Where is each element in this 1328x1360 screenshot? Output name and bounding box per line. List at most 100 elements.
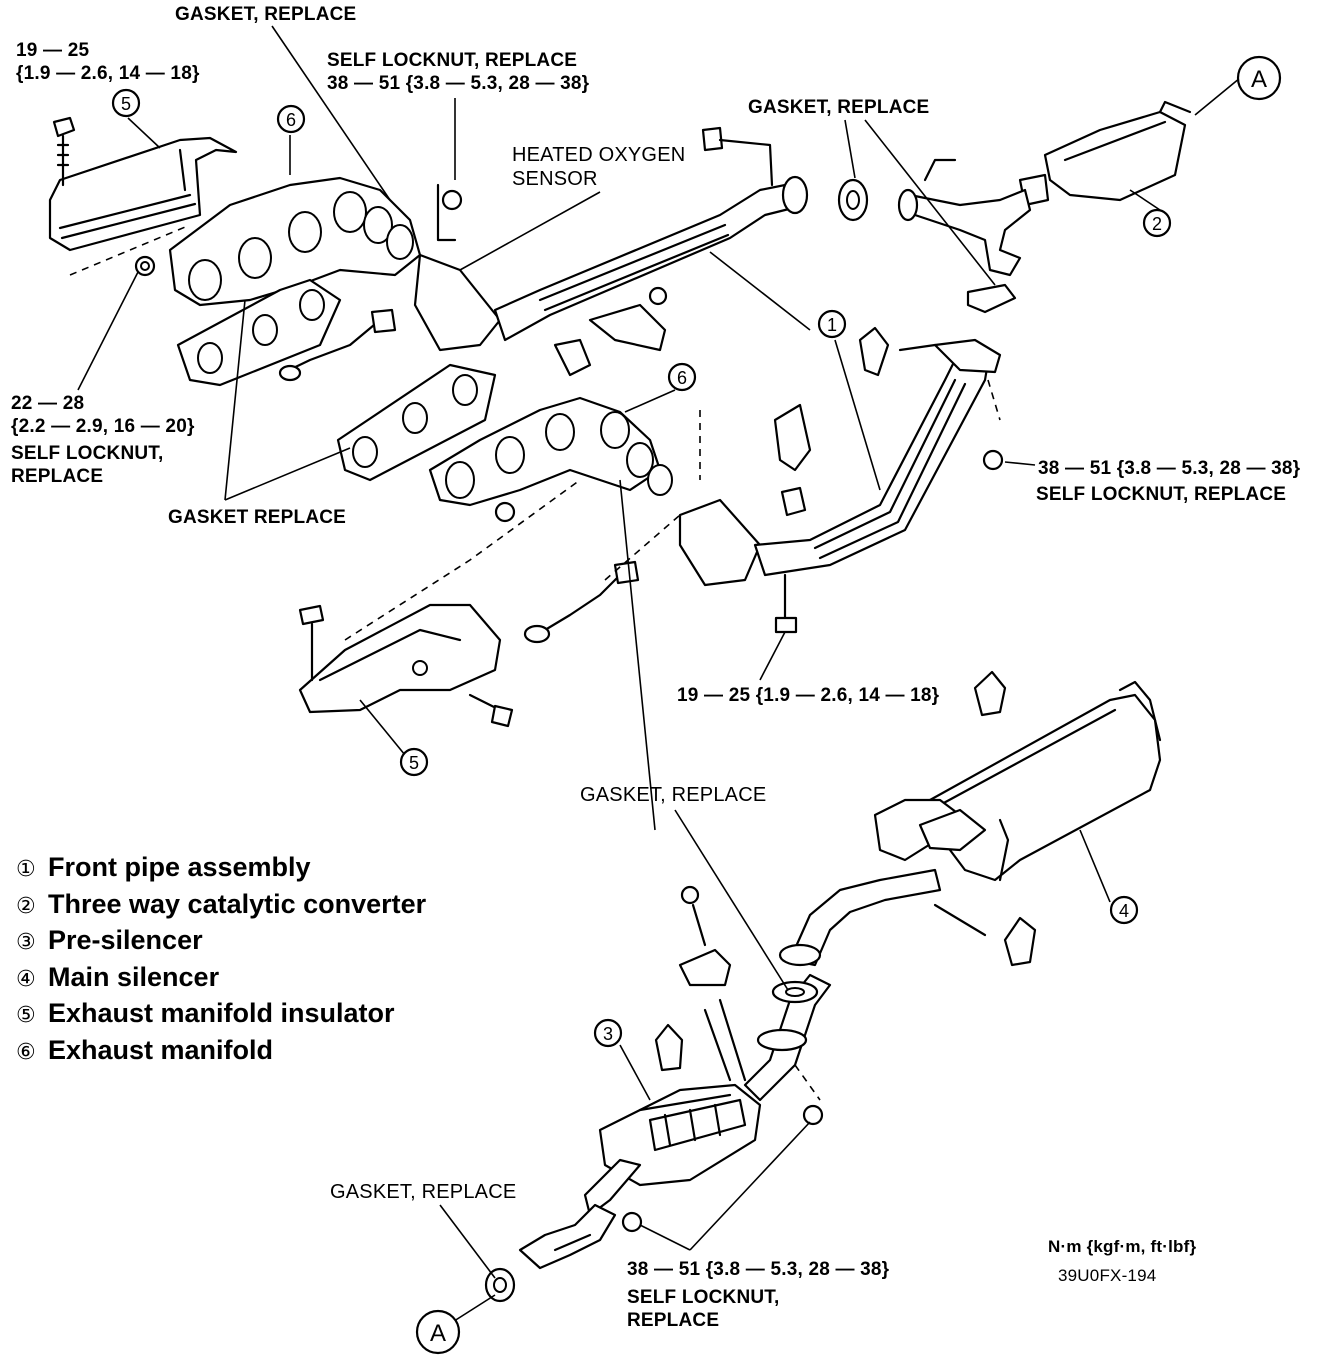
nut-upper-left: [134, 255, 156, 277]
callout-2: 2: [1142, 208, 1172, 238]
label-self-locknut-bottom-1: SELF LOCKNUT,: [627, 1287, 780, 1308]
svg-text:5: 5: [409, 753, 419, 773]
locknut-upper: [436, 183, 463, 242]
label-gasket-replace-center: GASKET, REPLACE: [580, 784, 767, 806]
exhaust-manifold-insulator-upper: [48, 136, 238, 252]
label-self-locknut-right: SELF LOCKNUT, REPLACE: [1036, 484, 1287, 505]
legend-number: ③: [16, 929, 36, 954]
label-self-locknut-top-1: SELF LOCKNUT, REPLACE: [327, 50, 578, 71]
oxygen-sensor-lower: [523, 560, 640, 644]
label-self-locknut-top-2: 38 — 51 {3.8 — 5.3, 28 — 38}: [327, 73, 590, 94]
gasket-center: [756, 943, 822, 1052]
legend-text: Exhaust manifold insulator: [48, 998, 395, 1028]
label-torque-bolt-tl-1: 19 — 25: [16, 40, 90, 61]
callout-6-mid: 6: [667, 362, 697, 392]
label-gasket-replace-top: GASKET, REPLACE: [175, 4, 357, 25]
callout-a-bottom: A: [415, 1309, 461, 1355]
label-self-locknut-left-2: REPLACE: [11, 466, 104, 487]
bolt-upper-left: [52, 116, 76, 187]
callout-6-top: 6: [276, 104, 306, 134]
hanger-rod-upper: [898, 343, 937, 352]
bolt-lower-insulator-left: [298, 604, 325, 682]
legend-item: ⑥ Exhaust manifold: [16, 1033, 426, 1070]
svg-text:1: 1: [827, 315, 837, 335]
label-gasket-replace-top-right: GASKET, REPLACE: [748, 97, 930, 118]
callout-a-top: A: [1236, 55, 1282, 101]
rear-pipe-bottom: [518, 1158, 642, 1270]
legend-number: ⑥: [16, 1038, 36, 1064]
exhaust-manifold-lower: [428, 396, 673, 507]
bracket-lower: [773, 403, 812, 517]
bolt-lower-front-pipe: [774, 573, 798, 634]
callout-1: 1: [817, 309, 847, 339]
rubber-hanger-upper: [858, 326, 890, 377]
label-torque-bottom: 38 — 51 {3.8 — 5.3, 28 — 38}: [627, 1259, 890, 1280]
nut-lower-manifold: [494, 501, 516, 523]
label-torque-bolt-mid: 19 — 25 {1.9 — 2.6, 14 — 18}: [677, 685, 940, 706]
legend-text: Pre-silencer: [48, 925, 203, 955]
label-gasket-replace-mid: GASKET REPLACE: [168, 507, 347, 528]
dashed-alignment-lines: [69, 224, 701, 641]
gasket-bottom: [484, 1267, 516, 1303]
label-torque-nut-left-1: 22 — 28: [11, 393, 85, 414]
oxygen-sensor-upper: [278, 308, 397, 382]
legend-item: ⑤ Exhaust manifold insulator: [16, 996, 426, 1033]
legend-item: ④ Main silencer: [16, 960, 426, 997]
legend-number: ②: [16, 892, 36, 918]
rubber-hanger-main-top: [973, 670, 1007, 717]
svg-text:3: 3: [603, 1024, 613, 1044]
hanger-rod-main: [933, 903, 987, 937]
legend-number: ⑤: [16, 1002, 36, 1027]
legend-text: Exhaust manifold: [48, 1034, 274, 1065]
label-self-locknut-bottom-2: REPLACE: [627, 1310, 720, 1331]
legend-text: Main silencer: [48, 961, 220, 992]
legend-item: ② Three way catalytic converter: [16, 887, 426, 924]
svg-text:6: 6: [677, 368, 687, 388]
callout-3: 3: [593, 1018, 623, 1048]
legend-number: ①: [16, 856, 36, 881]
legend-number: ④: [16, 965, 36, 991]
label-self-locknut-left-1: SELF LOCKNUT,: [11, 443, 164, 464]
callout-5-bottom: 5: [399, 747, 429, 777]
intermediate-pipe: [743, 868, 942, 1102]
label-torque-units: N·m {kgf·m, ft·lbf}: [1048, 1237, 1197, 1256]
bracket-upper-mid: [553, 286, 668, 377]
locknut-right: [982, 379, 1004, 471]
legend-item: ① Front pipe assembly: [16, 850, 426, 887]
rubber-hanger-center: [654, 1023, 684, 1072]
svg-text:6: 6: [286, 110, 296, 130]
svg-text:5: 5: [121, 94, 131, 114]
legend-item: ③ Pre-silencer: [16, 923, 426, 960]
three-way-catalytic-converter: [1018, 100, 1192, 207]
bolt-upper-pipe: [701, 126, 774, 187]
rubber-hanger-main-bottom: [1003, 916, 1037, 967]
svg-text:4: 4: [1119, 901, 1129, 921]
leader-lines: [77, 25, 1241, 1331]
front-pipe-upper-right: [897, 158, 1032, 277]
main-silencer: [873, 680, 1162, 882]
label-torque-bolt-tl-2: {1.9 — 2.6, 14 — 18}: [16, 63, 200, 84]
callout-5-top: 5: [111, 88, 141, 118]
label-torque-right-1: 38 — 51 {3.8 — 5.3, 28 — 38}: [1038, 458, 1301, 479]
callout-4: 4: [1109, 895, 1139, 925]
gasket-lower-manifold: [336, 363, 497, 482]
gasket-upper-manifold: [176, 278, 342, 387]
parts-legend: ① Front pipe assembly ② Three way catalyti…: [16, 850, 426, 1069]
bolt-lower-insulator-right: [468, 693, 514, 728]
label-figure-code: 39U0FX-194: [1058, 1266, 1157, 1285]
label-torque-nut-left-2: {2.2 — 2.9, 16 — 20}: [11, 416, 195, 437]
svg-text:2: 2: [1152, 214, 1162, 234]
locknut-bottom: [621, 1064, 824, 1233]
exhaust-manifold-upper: [168, 176, 422, 307]
svg-text:A: A: [1251, 66, 1267, 93]
label-gasket-replace-bottom: GASKET, REPLACE: [330, 1181, 517, 1203]
front-pipe-catalyst-lower: [678, 338, 1002, 587]
exhaust-manifold-insulator-lower: [298, 603, 502, 714]
label-heated-oxygen-sensor-2: SENSOR: [512, 168, 598, 190]
hanger-bracket-center: [678, 885, 747, 1082]
legend-text: Front pipe assembly: [48, 852, 311, 882]
label-heated-oxygen-sensor-1: HEATED OXYGEN: [512, 144, 686, 166]
gasket-upper-right: [837, 178, 1017, 314]
legend-text: Three way catalytic converter: [48, 888, 427, 919]
